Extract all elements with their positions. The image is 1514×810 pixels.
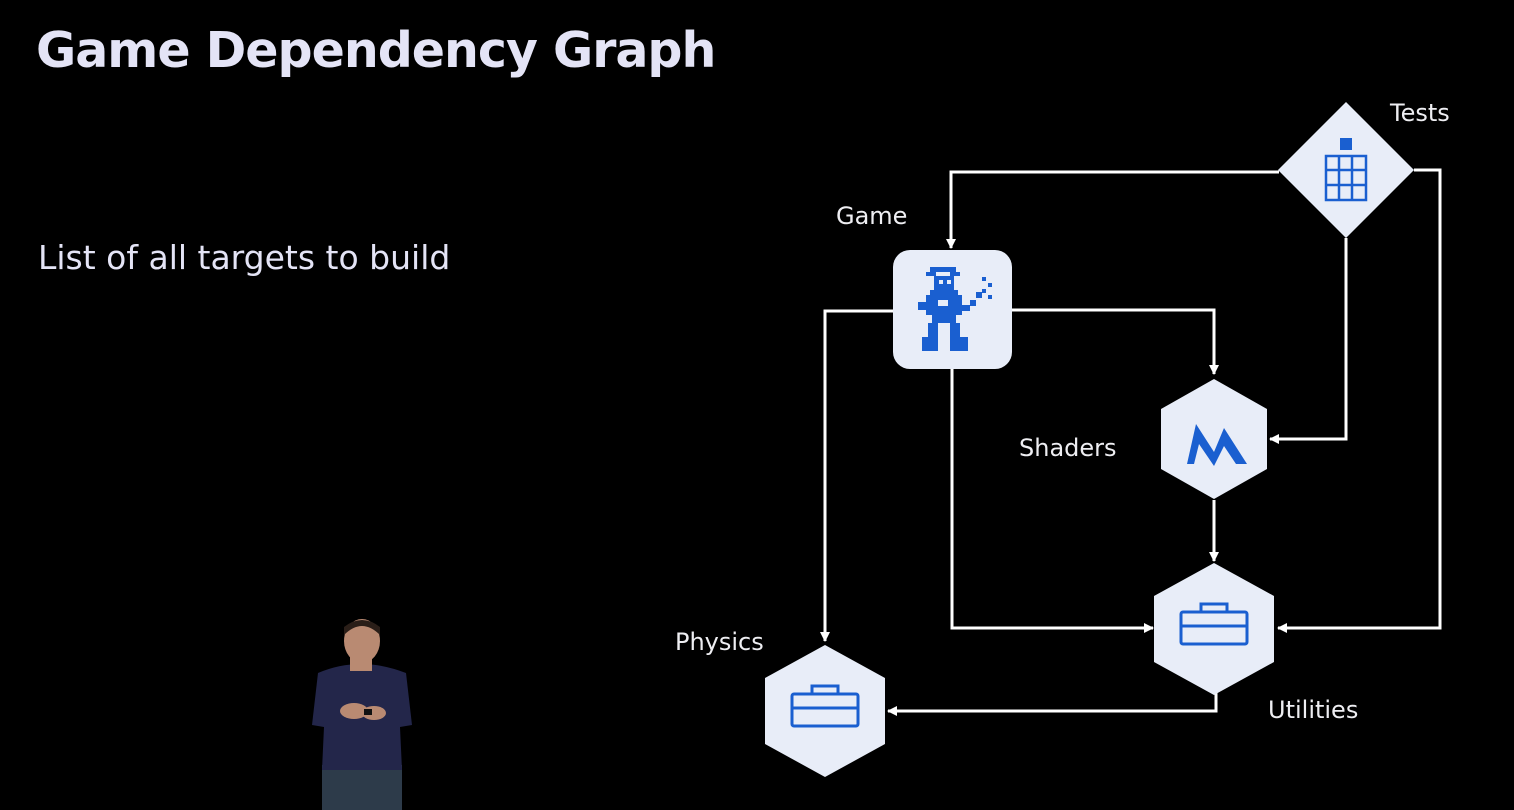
edge-tests-to-shaders (1269, 238, 1348, 444)
presenter-figure (312, 619, 412, 810)
tests-label: Tests (1390, 99, 1450, 127)
slide-subtitle: List of all targets to build (38, 238, 451, 277)
edge-utilities-to-physics (887, 692, 1218, 716)
metal-logo-icon (1187, 424, 1247, 466)
game-node (893, 250, 1012, 369)
physics-node (765, 645, 885, 777)
physics-label: Physics (675, 628, 764, 656)
edge-tests-to-utilities (1277, 168, 1442, 633)
toolbox-icon (1179, 602, 1249, 646)
shaders-label: Shaders (1019, 434, 1117, 462)
edge-game-to-utilities (950, 368, 1154, 633)
tests-node (1278, 102, 1414, 238)
edge-game-to-shaders (1012, 308, 1219, 375)
toolbox-icon (790, 684, 860, 728)
utilities-label: Utilities (1268, 696, 1359, 724)
slide-title: Game Dependency Graph (36, 22, 716, 79)
edge-game-to-physics (820, 309, 893, 642)
utilities-node (1154, 563, 1274, 695)
pixel-character-icon (918, 267, 992, 351)
game-label: Game (836, 202, 908, 230)
shaders-node (1161, 379, 1267, 499)
edge-tests-to-game (946, 170, 1279, 249)
building-grid-icon (1324, 138, 1368, 202)
